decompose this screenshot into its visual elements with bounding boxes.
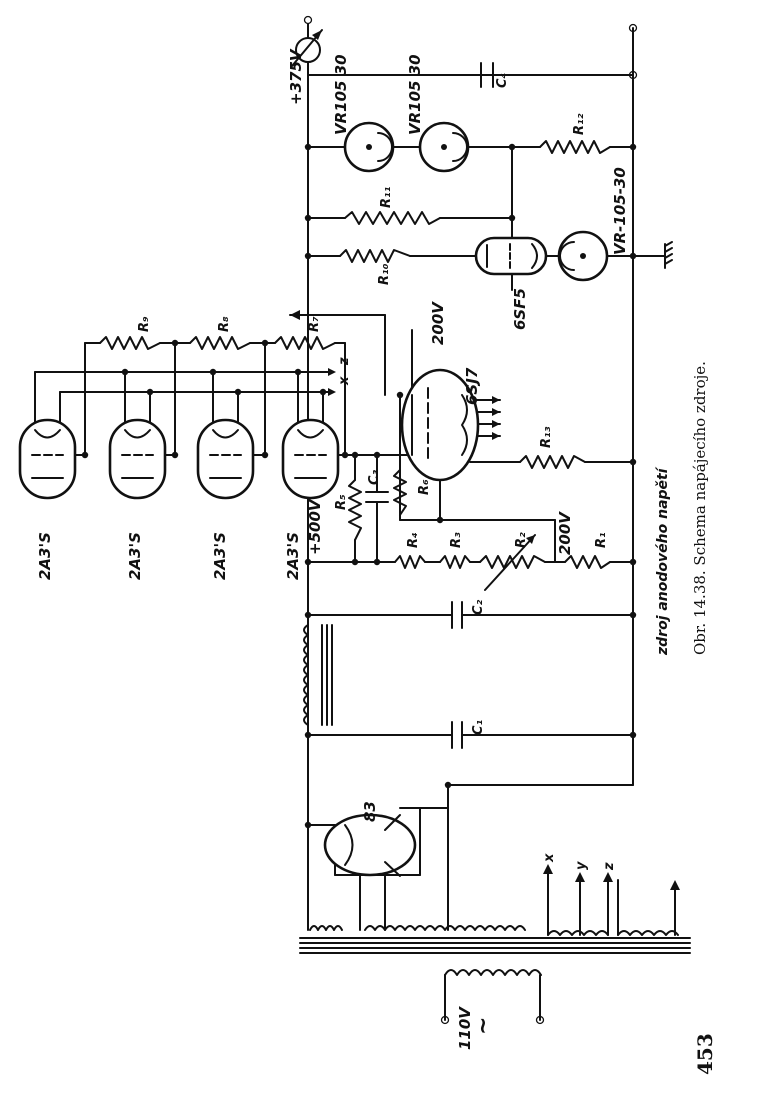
label-r6: R₆	[417, 479, 432, 495]
tube-83	[323, 813, 417, 877]
label-vr105-c: VR-105-30	[611, 167, 629, 255]
label-r11: R₁₁	[379, 186, 394, 208]
label-r7: R₇	[307, 316, 322, 332]
capacitor-c1	[451, 721, 463, 749]
capacitor-c2	[451, 601, 463, 629]
label-2a3-3: 2A3'S	[211, 532, 229, 580]
tap-arrows	[290, 310, 680, 936]
resistor-r4	[394, 555, 426, 569]
label-r3: R₃	[449, 532, 464, 548]
capacitors	[365, 62, 494, 749]
label-110v: 110V	[456, 1006, 474, 1050]
tube-vr105-b	[418, 121, 470, 173]
choke	[303, 624, 333, 726]
label-tap-y: y	[574, 861, 589, 870]
label-tap-z: z	[602, 862, 617, 871]
label-2a3-1: 2A3'S	[36, 532, 54, 580]
label-c2: C₂	[471, 599, 486, 615]
tube-6sj7	[400, 368, 480, 482]
terminals	[303, 15, 638, 1025]
label-c4: C₄	[495, 72, 510, 88]
tube-vr105-a	[343, 121, 395, 173]
tube-2a3-3	[196, 418, 255, 500]
label-c3: C₃	[367, 469, 382, 485]
label-2a3-2: 2A3'S	[126, 532, 144, 580]
capacitor-c4	[480, 62, 494, 88]
tube-2a3-2	[108, 418, 167, 500]
resistor-r9	[99, 336, 161, 350]
label-r2: R₂	[514, 532, 529, 548]
resistor-r10	[339, 249, 411, 263]
label-r5: R₅	[334, 494, 349, 510]
label-ac: ~	[471, 1017, 496, 1035]
resistor-r6	[393, 469, 407, 516]
tube-2a3-4	[281, 418, 340, 500]
label-vr105-b: VR105 30	[406, 54, 424, 135]
resistor-r8	[189, 336, 251, 350]
resistors	[99, 140, 611, 591]
label-500v: +500V	[306, 498, 324, 555]
label-83: 83	[361, 801, 379, 822]
page-number: 453	[693, 1033, 717, 1075]
tube-vr105-c	[557, 230, 609, 282]
tube-6sf5	[474, 236, 548, 276]
annotation-anode-supply: zdroj anodového napětí	[655, 466, 671, 656]
label-r13: R₁₃	[539, 426, 554, 448]
resistor-r11	[344, 211, 441, 225]
capacitor-c3	[365, 491, 389, 503]
label-tap-x: x	[542, 853, 557, 863]
ground-symbol	[664, 241, 673, 269]
figure-caption: Obr. 14.38. Schema napájecího zdroje.	[691, 361, 709, 655]
resistor-r7	[274, 336, 336, 350]
junction-dots	[81, 143, 637, 829]
label-r12: R₁₂	[572, 113, 587, 135]
label-c1: C₁	[471, 719, 486, 735]
label-6sj7: 6SJ7	[463, 367, 481, 405]
label-vr105-a: VR105 30	[332, 54, 350, 135]
label-tap-x-top: x	[337, 376, 352, 386]
labels: +375V VR105 30 VR105 30 VR-105-30 6SF5 6…	[36, 48, 717, 1075]
resistor-r3	[439, 555, 471, 569]
label-r9: R₉	[137, 316, 152, 332]
meter-symbol	[291, 23, 323, 81]
label-r1: R₁	[594, 532, 609, 548]
resistor-r1	[564, 555, 611, 569]
label-tap-z-top: z	[337, 357, 352, 366]
resistor-r2	[479, 555, 546, 569]
label-r8: R₈	[217, 316, 232, 332]
transformer	[299, 925, 691, 976]
label-200v-a: 200V	[429, 301, 447, 345]
label-r4: R₄	[406, 532, 421, 548]
resistor-r5	[348, 479, 362, 541]
label-r10: R₁₀	[377, 263, 392, 285]
label-375v: +375V	[287, 48, 305, 105]
label-6sf5: 6SF5	[511, 288, 529, 330]
label-2a3-4: 2A3'S	[284, 532, 302, 580]
label-200v-b: 200V	[556, 511, 574, 555]
tube-2a3-1	[18, 418, 77, 500]
resistor-r12	[539, 140, 611, 154]
resistor-r13	[519, 455, 586, 469]
